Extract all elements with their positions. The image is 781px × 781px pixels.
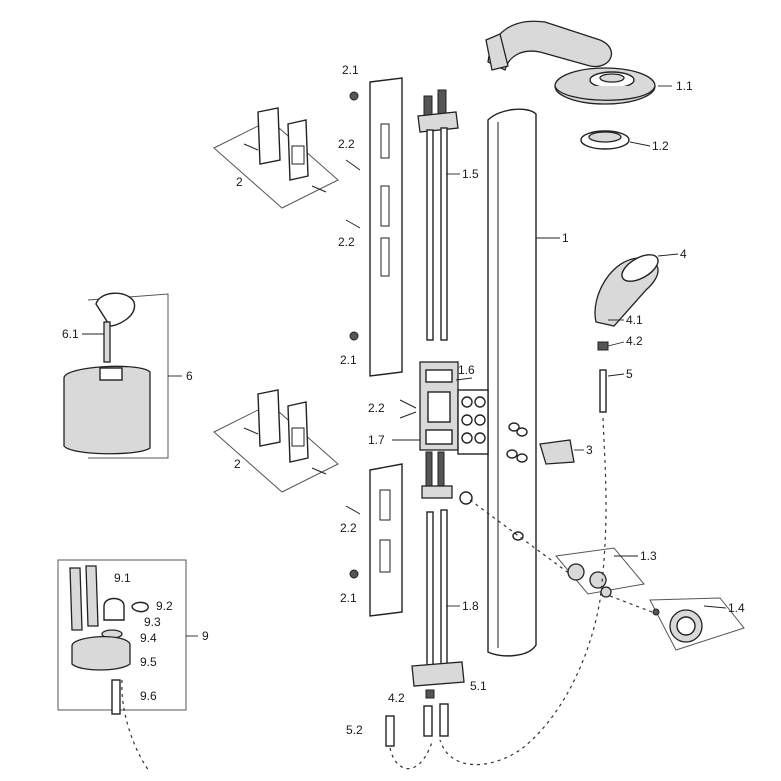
shower-panel-body xyxy=(487,108,537,657)
label-3: 3 xyxy=(586,443,593,457)
upper-wall-bracket-set xyxy=(213,107,339,209)
label-6: 6 xyxy=(186,369,193,383)
diverter-knobs xyxy=(555,547,645,598)
label-9-5: 9.5 xyxy=(140,655,157,669)
label-2-top: 2 xyxy=(236,175,243,189)
side-spray-axis xyxy=(609,595,653,613)
label-9-1: 9.1 xyxy=(114,571,131,585)
lower-water-pipes xyxy=(411,509,465,687)
wall-plug-screws xyxy=(349,91,359,579)
label-2-bot: 2 xyxy=(234,457,241,471)
label-2-1-top: 2.1 xyxy=(342,63,359,77)
label-6-1: 6.1 xyxy=(62,327,79,341)
label-2-2-d: 2.2 xyxy=(340,521,357,535)
label-1-7: 1.7 xyxy=(368,433,385,447)
label-1-4: 1.4 xyxy=(728,601,745,615)
body-spray-nozzle xyxy=(649,597,745,651)
label-1-1: 1.1 xyxy=(676,79,693,93)
label-2-1-bot: 2.1 xyxy=(340,591,357,605)
label-1-5: 1.5 xyxy=(462,167,479,181)
upper-water-pipes xyxy=(417,89,459,341)
label-5-1: 5.1 xyxy=(470,679,487,693)
lower-hose-path xyxy=(389,741,433,770)
flexible-hose-path xyxy=(439,417,607,766)
label-1: 1 xyxy=(562,231,569,245)
label-4-2: 4.2 xyxy=(626,334,643,348)
label-9-3: 9.3 xyxy=(144,615,161,629)
handshower xyxy=(594,254,659,327)
hose-end-fitting xyxy=(599,369,607,413)
label-1-8: 1.8 xyxy=(462,599,479,613)
thermostat-kit xyxy=(57,559,187,715)
label-9: 9 xyxy=(202,629,209,643)
label-1-2: 1.2 xyxy=(652,139,669,153)
shower-filter-disk xyxy=(580,130,630,150)
label-1-3: 1.3 xyxy=(640,549,657,563)
label-5: 5 xyxy=(626,367,633,381)
label-9-4: 9.4 xyxy=(140,631,157,645)
mounting-screws xyxy=(345,159,417,515)
label-9-2: 9.2 xyxy=(156,599,173,613)
label-9-6: 9.6 xyxy=(140,689,157,703)
label-4: 4 xyxy=(680,247,687,261)
label-2-2-a: 2.2 xyxy=(338,137,355,151)
thermostat-axis xyxy=(121,679,151,773)
lower-hose-fittings xyxy=(385,689,449,747)
handshower-holder xyxy=(539,439,575,465)
label-2-2-b: 2.2 xyxy=(338,235,355,249)
lower-mounting-rail xyxy=(369,463,403,617)
label-2-1-mid: 2.1 xyxy=(340,353,357,367)
handshower-nut xyxy=(597,341,609,351)
mixer-cover-with-key xyxy=(63,292,169,459)
label-1-6: 1.6 xyxy=(458,363,475,377)
lower-wall-bracket-set xyxy=(213,389,339,493)
label-5-2: 5.2 xyxy=(346,723,363,737)
label-4-2-bottom: 4.2 xyxy=(388,691,405,705)
valve-block xyxy=(419,361,489,505)
label-4-1: 4.1 xyxy=(626,313,643,327)
leader-lines xyxy=(82,85,727,637)
overhead-shower-head xyxy=(485,20,656,105)
label-2-2-c: 2.2 xyxy=(368,401,385,415)
upper-mounting-rail xyxy=(369,77,403,377)
